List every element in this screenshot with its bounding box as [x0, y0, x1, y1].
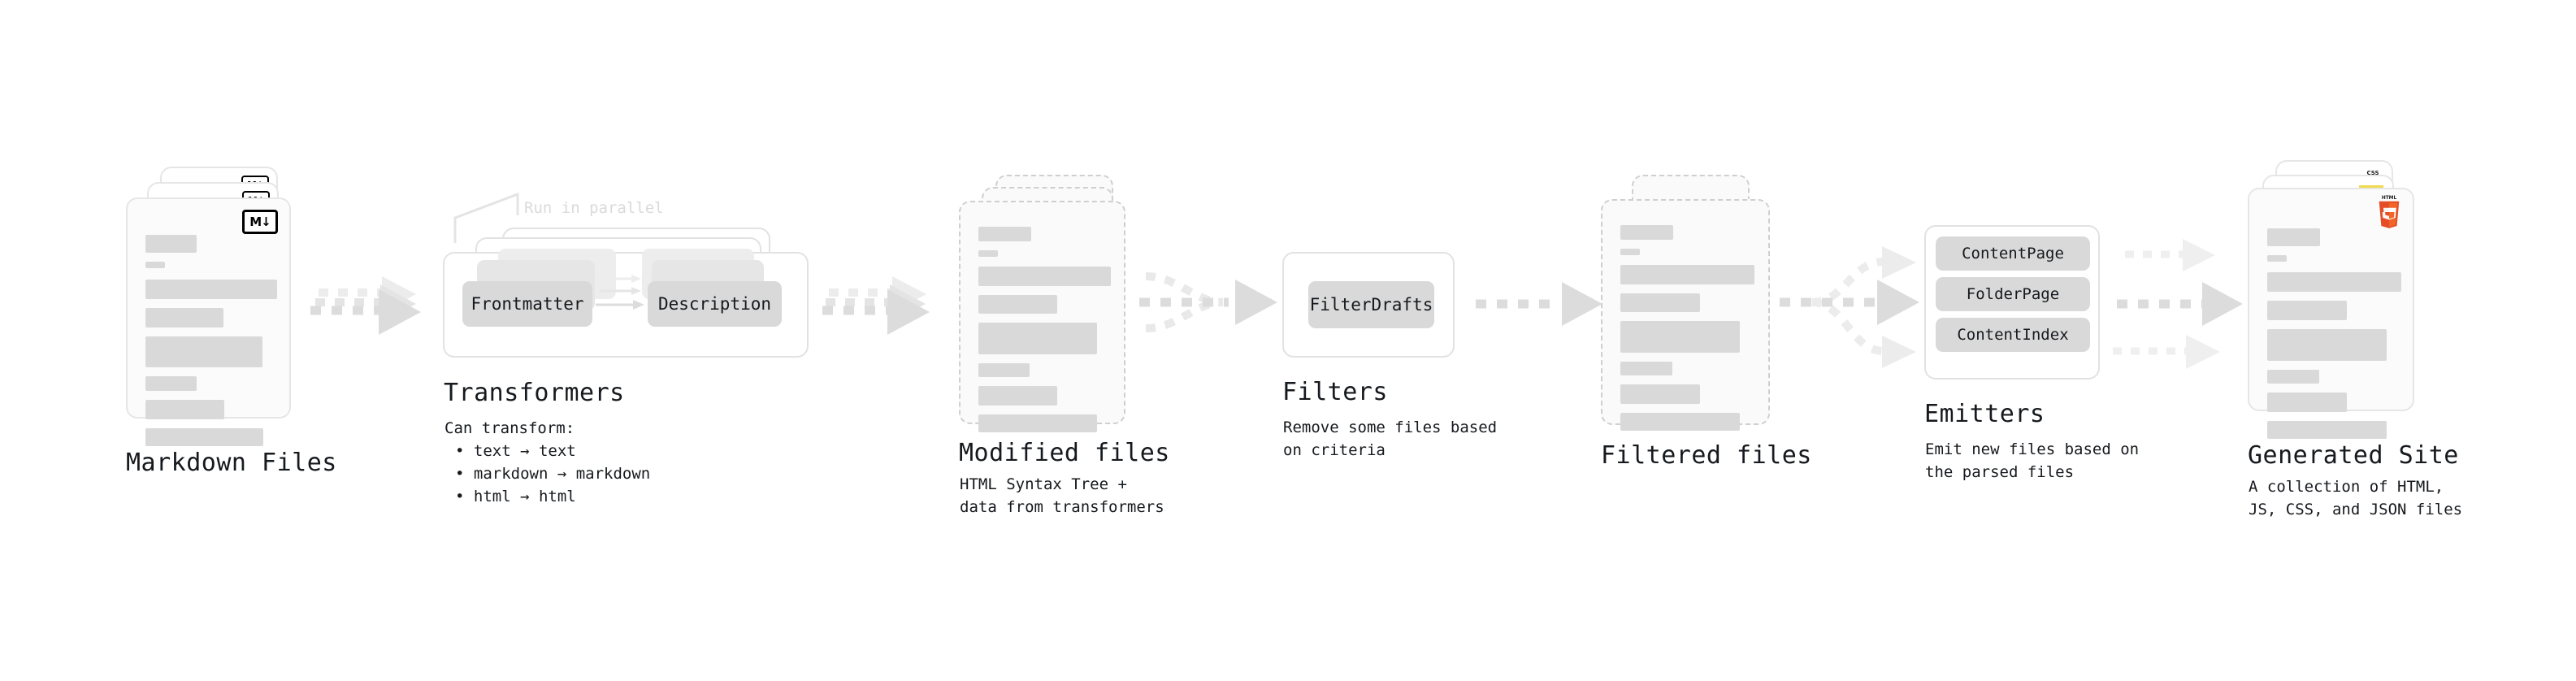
markdown-file-card-front: M↓ [126, 197, 291, 446]
transformer-box-front: Frontmatter Description [443, 249, 809, 358]
transformer-chip-frontmatter[interactable]: Frontmatter [462, 281, 592, 327]
generated-site-card-html: HTML [2248, 188, 2414, 439]
modified-files-caption: HTML Syntax Tree + data from transformer… [960, 475, 1164, 516]
modified-files-stack [959, 175, 1154, 443]
placeholder-bar [145, 262, 165, 268]
placeholder-bar [1620, 293, 1700, 312]
placeholder-bar [1620, 384, 1700, 404]
arrow-modified-to-filters [1139, 272, 1277, 332]
filters-title: Filters [1282, 378, 1388, 406]
markdown-icon: M↓ [242, 210, 278, 234]
generated-site-stack: CSS HTML [2248, 160, 2459, 439]
placeholder-bar [1620, 362, 1672, 375]
placeholder-bar [145, 235, 197, 253]
filter-chip-filterdrafts[interactable]: FilterDrafts [1308, 281, 1434, 328]
generated-site-title: Generated Site [2248, 441, 2459, 470]
placeholder-bar [2267, 272, 2401, 292]
emitter-chip-contentpage[interactable]: ContentPage [1936, 236, 2090, 271]
placeholder-bar [1620, 265, 1754, 284]
placeholder-bar [145, 336, 262, 367]
arrow-filtered-to-emitters [1780, 246, 1919, 368]
generated-site-caption: A collection of HTML, JS, CSS, and JSON … [2249, 478, 2463, 518]
arrow-filters-to-filtered [1476, 282, 1602, 326]
placeholder-bar [978, 414, 1097, 432]
html5-shield-svg: HTML [2379, 196, 2400, 228]
placeholder-bar [978, 227, 1031, 241]
modified-file-card-front [959, 201, 1125, 432]
markdown-file-placeholder-lines [145, 235, 277, 455]
placeholder-bar [978, 250, 998, 257]
placeholder-bar [145, 376, 197, 391]
transformers-bullet-0: • text → text [455, 442, 576, 460]
placeholder-bar [978, 323, 1097, 354]
transformers-bullet-1: • markdown → markdown [455, 465, 651, 483]
placeholder-bar [978, 363, 1030, 377]
run-in-parallel-note: Run in parallel [524, 199, 664, 217]
placeholder-bar [1620, 413, 1740, 431]
placeholder-bar [1620, 249, 1640, 255]
placeholder-bar [2267, 255, 2287, 262]
placeholder-bar [145, 400, 224, 419]
placeholder-bar [978, 267, 1111, 286]
filters-caption: Remove some files based on criteria [1283, 419, 1498, 459]
placeholder-bar [2267, 421, 2387, 439]
filtered-files-stack [1601, 175, 1796, 443]
filtered-files-title: Filtered files [1601, 441, 1812, 470]
emitters-box: ContentPage FolderPage ContentIndex [1924, 225, 2100, 380]
placeholder-bar [2267, 370, 2319, 384]
markdown-files-stack: M↓ M↓ M↓ [126, 167, 321, 446]
placeholder-bar [2267, 228, 2320, 246]
transformer-chip-description[interactable]: Description [648, 281, 782, 327]
arrow-emitters-to-site [2113, 239, 2243, 369]
markdown-files-title: Markdown Files [126, 449, 337, 477]
generated-site-placeholder-lines [2267, 228, 2401, 448]
filtered-file-card-front [1601, 199, 1770, 431]
emitters-caption: Emit new files based on the parsed files [1925, 440, 2140, 481]
placeholder-bar [978, 295, 1057, 314]
html5-icon: HTML [2375, 196, 2403, 228]
emitter-chip-folderpage[interactable]: FolderPage [1936, 277, 2090, 311]
placeholder-bar [2267, 301, 2347, 320]
modified-files-title: Modified files [959, 439, 1170, 467]
placeholder-bar [2267, 329, 2387, 361]
transformer-inner-arrows [596, 275, 644, 310]
modified-file-placeholder-lines [978, 227, 1111, 441]
transformers-bullet-2: • html → html [455, 488, 576, 505]
transformers-title: Transformers [444, 379, 625, 407]
emitter-chip-contentindex[interactable]: ContentIndex [1936, 318, 2090, 352]
placeholder-bar [145, 280, 277, 299]
arrow-transformers-to-modified [822, 276, 930, 335]
placeholder-bar [2267, 393, 2347, 412]
svg-text:HTML: HTML [2382, 196, 2397, 201]
placeholder-bar [145, 428, 263, 446]
placeholder-bar [1620, 321, 1740, 353]
arrow-markdown-to-transformers [310, 276, 421, 335]
emitters-title: Emitters [1924, 400, 2045, 428]
filters-box: FilterDrafts [1282, 252, 1455, 358]
filtered-file-placeholder-lines [1620, 225, 1754, 440]
transformers-caption: Can transform: [445, 419, 575, 437]
placeholder-bar [1620, 225, 1673, 240]
placeholder-bar [978, 386, 1057, 406]
placeholder-bar [145, 308, 223, 327]
